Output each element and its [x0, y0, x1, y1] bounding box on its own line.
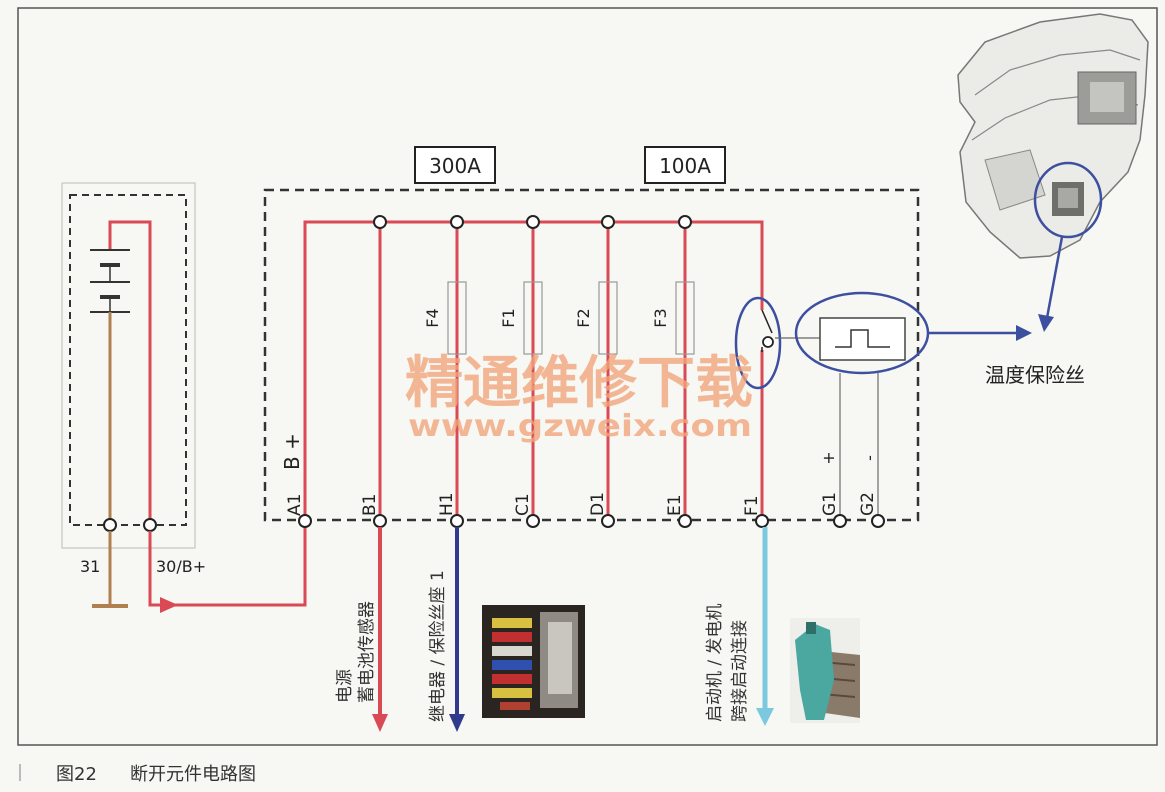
terminal-c1-label: C1: [513, 493, 533, 516]
terminal-b1-label: B1: [360, 494, 380, 516]
terminal-d1-label: D1: [588, 492, 608, 516]
output-f1-label-line1: 启动机 / 发电机: [705, 603, 725, 722]
watermark-title: 精通维修下载: [405, 351, 753, 416]
fuse-f2: F2: [574, 281, 618, 355]
fuse-f2-label: F2: [574, 308, 593, 327]
terminal-30: [143, 518, 157, 532]
bus-junctions: [373, 215, 692, 229]
battery-symbol: [90, 249, 130, 313]
battery-unit: 31 30/B+: [61, 182, 206, 608]
supply-wire: [148, 527, 307, 607]
figure-frame: [17, 7, 1158, 746]
thermal-minus-label: -: [860, 455, 879, 461]
supply-label: B +: [280, 433, 304, 470]
component-callout-circle: [1033, 161, 1103, 239]
thermal-fuse-label: 温度保险丝: [985, 363, 1085, 387]
thermal-element: [819, 317, 906, 361]
rating-300a: 300A: [414, 146, 496, 184]
terminal-g2-label: G2: [858, 492, 878, 516]
fuse-f3: F3: [651, 281, 695, 355]
fuse-f4: F4: [423, 281, 467, 355]
terminal-31-label: 31: [80, 557, 100, 576]
component-illustration: [957, 13, 1149, 259]
component-callout-arrow: [1038, 236, 1064, 332]
terminal-h1-label: H1: [437, 492, 457, 516]
output-h1-label: 继电器 / 保险丝座 1: [428, 570, 448, 722]
fuse-f1: F1: [499, 281, 543, 355]
battery-positive-wire: [108, 220, 152, 519]
figure-title: 断开元件电路图: [130, 764, 256, 785]
fuse-f1-label: F1: [499, 308, 518, 327]
supply-arrow: [160, 597, 178, 613]
rating-100a: 100A: [644, 146, 726, 184]
thermal-plus-label: +: [819, 451, 838, 464]
switch-callout-ellipse: [734, 296, 782, 390]
thermal-callout-arrow: [928, 325, 1032, 341]
thermal-switch: [761, 309, 774, 352]
output-h1-arrow: [449, 527, 465, 732]
output-f1-arrow: [756, 527, 774, 726]
terminal-f1-label: F1: [742, 495, 762, 516]
terminal-g1-label: G1: [820, 492, 840, 516]
terminal-a1-label: A1: [285, 494, 305, 516]
jump-start-connector-photo: [790, 618, 860, 723]
terminal-31: [103, 518, 117, 532]
output-b1-label-line2: 蓄电池传感器: [357, 601, 377, 703]
output-f1-label-line2: 跨接启动连接: [730, 620, 750, 722]
battery-outer-box: [61, 182, 196, 549]
fuse-box-terminals: [298, 514, 885, 528]
output-b1-arrow: [372, 527, 388, 732]
fuse-f4-label: F4: [423, 308, 442, 327]
fuse-f3-label: F3: [651, 308, 670, 327]
terminal-30-label: 30/B+: [156, 557, 206, 576]
relay-fuse-holder-photo: [482, 605, 585, 718]
watermark-url: www.gzweix.com: [408, 409, 752, 444]
output-b1-label-line1: 电源: [335, 669, 355, 703]
rating-300a-label: 300A: [429, 154, 481, 178]
battery-dashed-box: [69, 194, 187, 526]
rating-100a-label: 100A: [659, 154, 711, 178]
terminal-e1-label: E1: [665, 494, 685, 516]
figure-number: 图22: [56, 764, 97, 785]
